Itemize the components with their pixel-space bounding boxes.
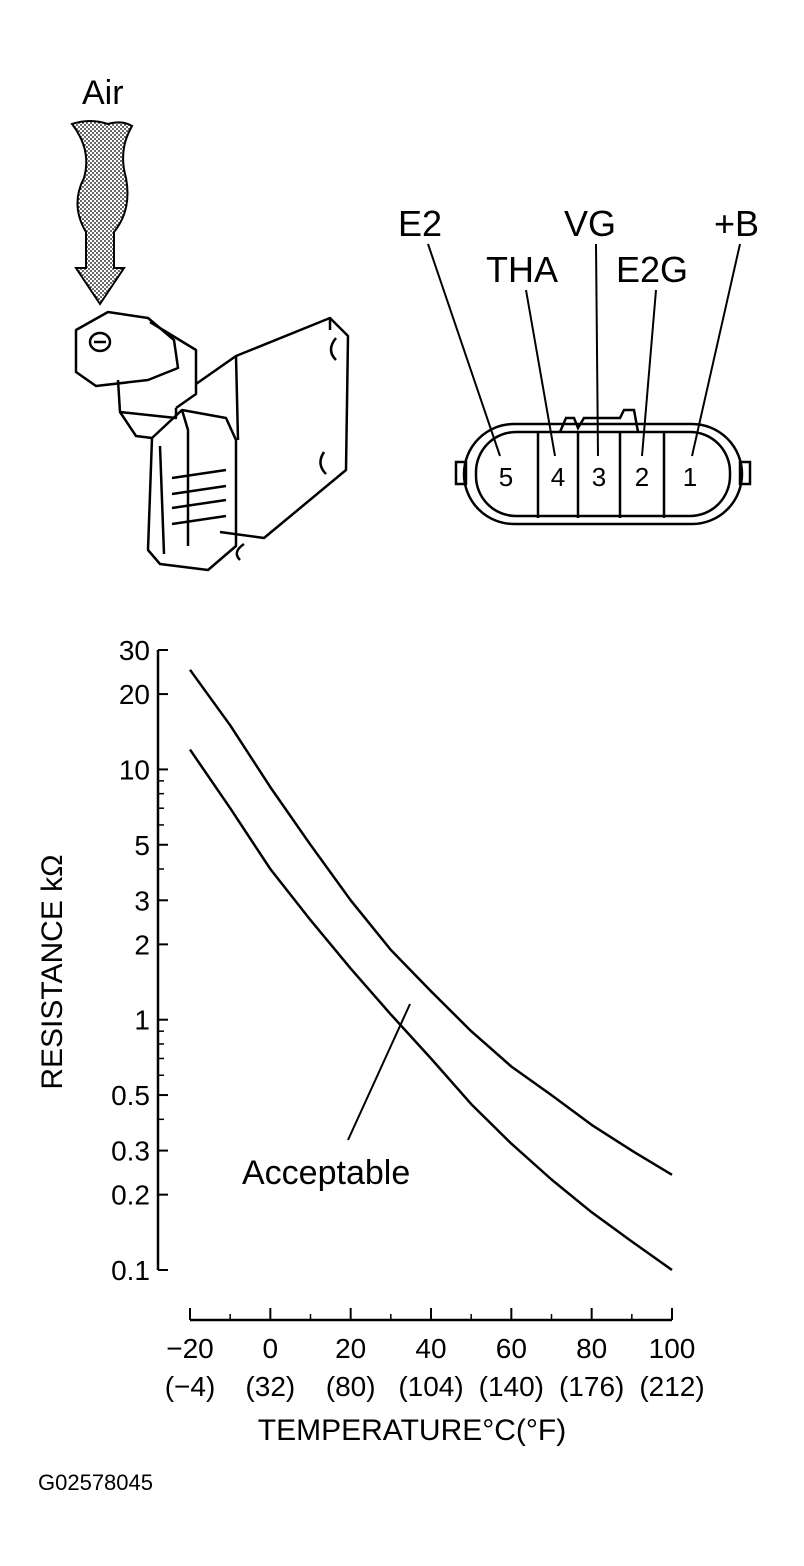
lower-limit-curve [188,748,673,1272]
x-tick-label: 80 [576,1333,607,1364]
y-tick-label: 30 [119,635,150,666]
x-tick-label-fahrenheit: (80) [326,1371,376,1402]
y-tick-label: 2 [134,929,150,960]
y-tick-label: 20 [119,679,150,710]
y-tick-label: 10 [119,754,150,785]
air-flow-meter-icon [74,310,350,572]
air-flow-arrow-icon [70,120,134,306]
x-tick-label: 40 [415,1333,446,1364]
x-tick-label-fahrenheit: (212) [639,1371,704,1402]
pin-number-1: 1 [683,462,697,492]
x-tick-label-fahrenheit: (176) [559,1371,624,1402]
y-axis-label: RESISTANCE kΩ [36,854,69,1089]
acceptable-leader-line [347,1003,411,1141]
x-tick-label: 100 [649,1333,696,1364]
upper-limit-curve [188,669,673,1176]
x-tick-label: −20 [166,1333,214,1364]
y-tick-label: 5 [134,830,150,861]
x-axis-label: TEMPERATURE°C(°F) [258,1414,566,1447]
y-tick-label: 1 [134,1005,150,1036]
x-tick-label-fahrenheit: (32) [245,1371,295,1402]
x-tick-label: 20 [335,1333,366,1364]
pin-label-vg: VG [564,203,616,244]
air-label: Air [82,74,124,112]
pin-number-5: 5 [499,462,513,492]
connector-outline [454,408,752,526]
x-tick-label: 60 [496,1333,527,1364]
x-tick-label-fahrenheit: (−4) [165,1371,216,1402]
pin-number-2: 2 [635,462,649,492]
y-tick-label: 0.1 [111,1255,150,1286]
x-tick-label-fahrenheit: (104) [398,1371,463,1402]
acceptable-annotation: Acceptable [242,1154,410,1192]
pin-number-3: 3 [592,462,606,492]
figure-code: G02578045 [38,1470,153,1495]
pin-number-4: 4 [551,462,565,492]
pin-label-e2: E2 [398,203,442,244]
x-tick-label-fahrenheit: (140) [479,1371,544,1402]
x-tick-label: 0 [263,1333,279,1364]
y-tick-label: 0.2 [111,1180,150,1211]
y-tick-label: 0.5 [111,1080,150,1111]
pin-leader-lines [427,243,741,457]
y-tick-label: 0.3 [111,1136,150,1167]
y-tick-label: 3 [134,885,150,916]
pin-label-plus-b: +B [714,203,759,244]
resistance-temperature-chart: 0.1 0.2 0.3 0.5 1 2 3 5 10 20 30 −20 (−4) 0 (32) 20 (80)… [111,635,705,1402]
pin-label-tha: THA [486,249,558,290]
pin-label-e2g: E2G [616,249,688,290]
